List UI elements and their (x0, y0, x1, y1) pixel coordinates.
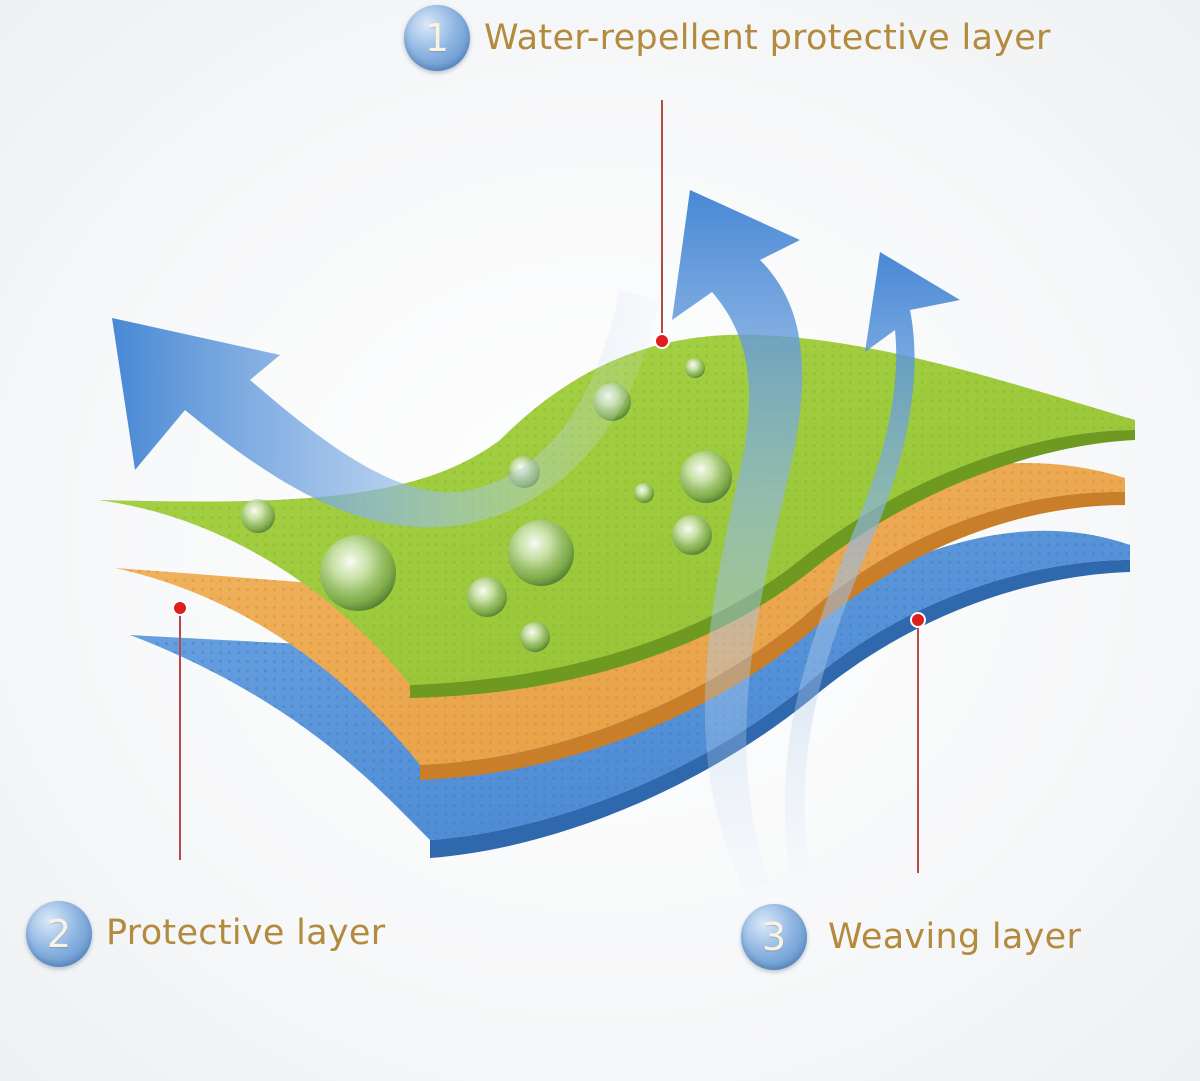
layer-1-label: Water-repellent protective layer (484, 18, 1051, 58)
water-droplet-icon (467, 577, 507, 617)
leader-dot-2 (172, 600, 188, 616)
layer-3-badge: 3 (741, 904, 807, 970)
leader-dot-1 (654, 333, 670, 349)
water-droplet-icon (634, 483, 654, 503)
layer-3-number: 3 (761, 915, 787, 959)
airflow-arrow-icon (784, 252, 960, 875)
layer-2-label: Protective layer (106, 913, 386, 953)
layer-1-badge: 1 (404, 5, 470, 71)
airflow-arrow-icon (672, 190, 803, 890)
water-droplet-icon (680, 451, 732, 503)
layer-2-number: 2 (46, 912, 72, 956)
water-droplet-icon (508, 520, 574, 586)
airflow-arrow-icon (112, 290, 660, 528)
leader-lines (172, 100, 926, 873)
water-droplet-icon (685, 358, 705, 378)
water-droplet-icon (520, 622, 550, 652)
layer-3-label: Weaving layer (828, 917, 1082, 957)
water-droplet-icon (320, 535, 396, 611)
layer-2-badge: 2 (26, 901, 92, 967)
water-droplet-icon (672, 515, 712, 555)
leader-dot-3 (910, 612, 926, 628)
airflow-arrows (112, 190, 960, 890)
layer-1-number: 1 (424, 16, 450, 60)
water-droplet-icon (241, 499, 275, 533)
